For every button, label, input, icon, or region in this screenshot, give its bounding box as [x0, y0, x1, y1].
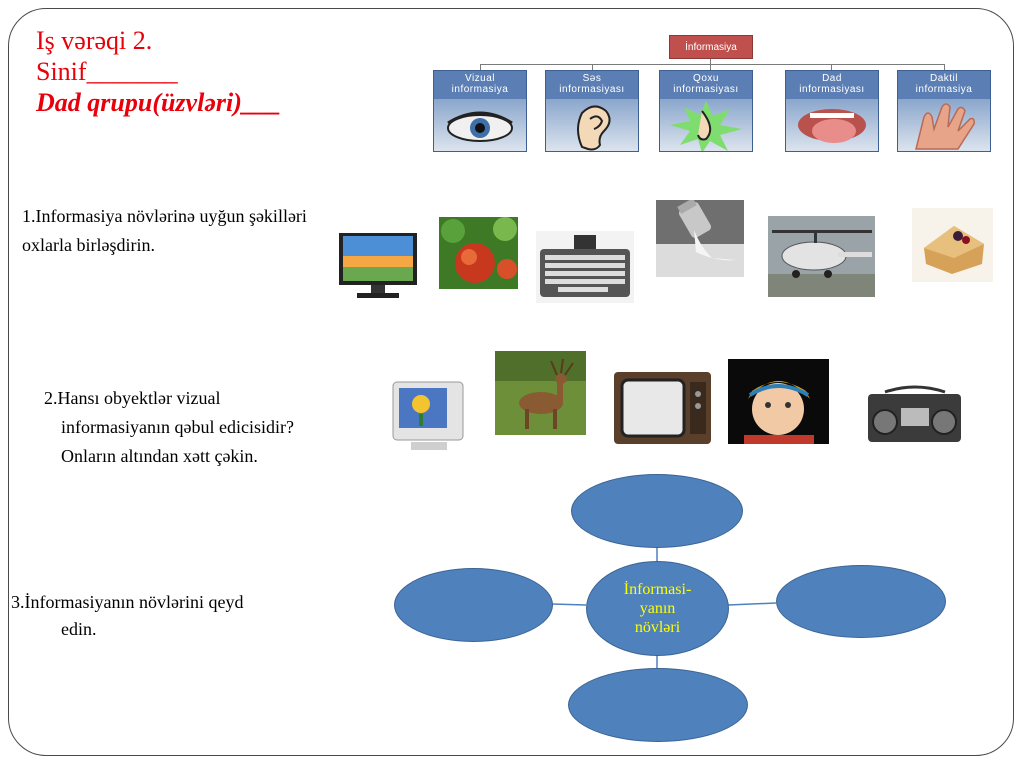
task-2-text: informasiyanın qəbul edicisidir? Onların… [61, 417, 294, 466]
monitor-image [337, 231, 419, 301]
category-label: Dad informasiyası [799, 73, 865, 95]
apple-image [439, 217, 518, 289]
category-label: Daktil informasiya [915, 73, 973, 95]
title-line-2: Sinif_______ [36, 57, 178, 86]
category-sound: Səs informasiyası [545, 70, 639, 152]
mindmap-node-right[interactable] [776, 565, 946, 638]
category-smell: Qoxu informasiyası [659, 70, 753, 152]
worksheet-title: Iş vərəqi 2. Sinif_______ Dad qrupu(üzvl… [36, 25, 281, 118]
child-image [728, 359, 829, 444]
eye-icon [434, 99, 526, 151]
category-label: Qoxu informasiyası [673, 73, 739, 95]
keyboard-image [536, 231, 634, 303]
cake-image [912, 208, 993, 282]
nose-icon [660, 99, 752, 151]
diagram-root: İnformasiya [669, 35, 753, 59]
radio-image [865, 382, 964, 446]
task-3-line-1: 3.İnformasiyanın növlərini qeyd [11, 592, 244, 612]
category-label: Səs informasiyası [559, 73, 625, 95]
mindmap-node-bottom[interactable] [568, 668, 748, 742]
task-3-line-2: edin. [61, 619, 97, 639]
hand-icon [898, 99, 990, 151]
mindmap-node-left[interactable] [394, 568, 553, 642]
slide-frame [8, 8, 1014, 756]
title-line-3: Dad qrupu(üzvləri)___ [36, 88, 281, 117]
crt-monitor-image [387, 378, 471, 458]
title-line-1: Iş vərəqi 2. [36, 26, 153, 55]
mindmap-center-node: İnformasi- yanın növləri [586, 561, 729, 656]
task-1-text: 1.Informasiya növlərinə uyğun şəkilləri … [22, 206, 307, 255]
mindmap-center-label: İnformasi- yanın növləri [623, 581, 692, 636]
ear-icon [546, 99, 638, 151]
category-tactile: Daktil informasiya [897, 70, 991, 152]
category-taste: Dad informasiyası [785, 70, 879, 152]
helicopter-image [768, 216, 875, 297]
tv-image [612, 370, 713, 446]
category-visual: Vizual informasiya [433, 70, 527, 152]
task-2-line-1: 2.Hansı obyektlər vizual [44, 388, 221, 408]
category-label: Vizual informasiya [451, 73, 509, 95]
salt-image [656, 200, 744, 277]
mindmap-node-top[interactable] [571, 474, 743, 548]
tongue-icon [786, 99, 878, 151]
deer-image [495, 351, 586, 435]
